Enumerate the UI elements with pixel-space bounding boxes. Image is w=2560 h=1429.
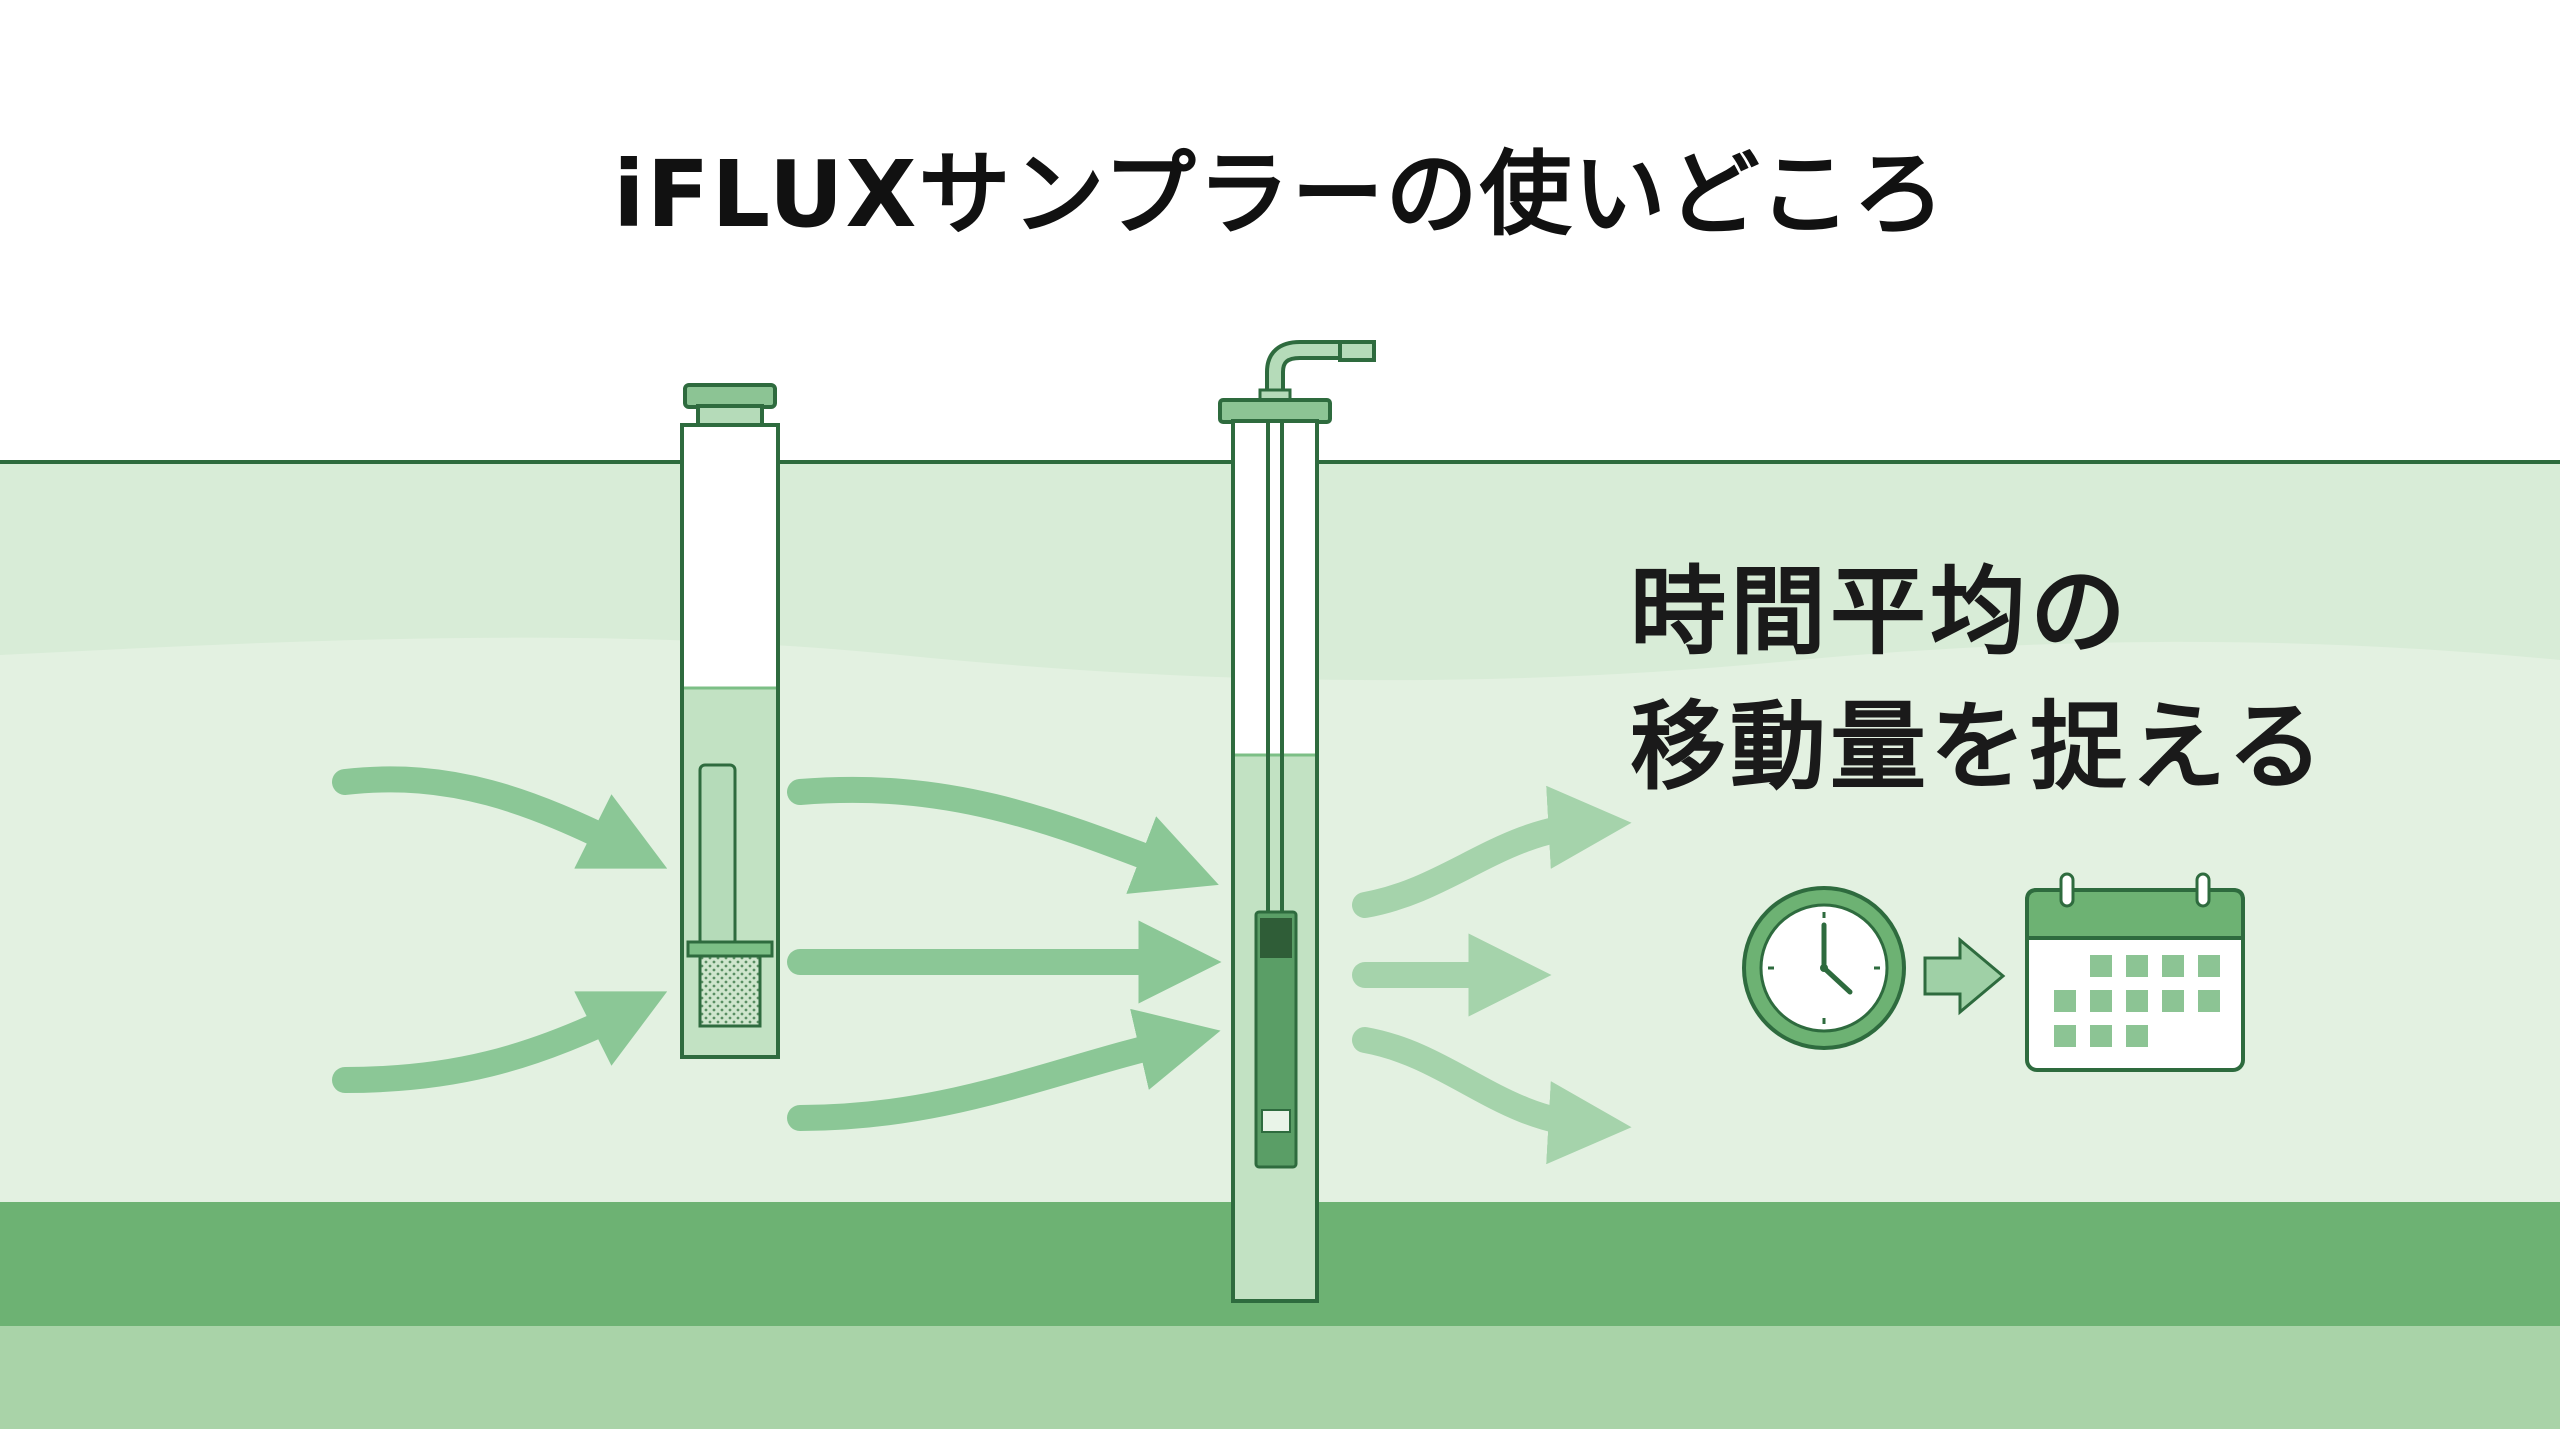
caption-line-1: 時間平均の <box>1630 556 2130 668</box>
well-pipe-icon <box>680 383 780 1059</box>
caption-block: 時間平均の 移動量を捉える <box>1630 545 2327 815</box>
flow-arrow-icon <box>332 766 668 869</box>
flow-arrow-icon <box>332 991 668 1093</box>
calendar-icon <box>2025 872 2245 1072</box>
flow-arrow-icon <box>787 776 1219 894</box>
pump-well-icon <box>1218 340 1376 1303</box>
deep-ground-layer <box>0 1326 2560 1429</box>
flow-arrow-icon <box>1352 1027 1632 1165</box>
flow-arrow-icon <box>1352 785 1632 918</box>
clock-icon <box>1742 886 1906 1050</box>
page-title: iFLUXサンプラーの使いどころ <box>613 141 1947 248</box>
arrow-right-icon <box>1923 936 2006 1016</box>
flow-arrow-icon <box>787 1008 1221 1131</box>
caption-line-2: 移動量を捉える <box>1630 691 2328 803</box>
